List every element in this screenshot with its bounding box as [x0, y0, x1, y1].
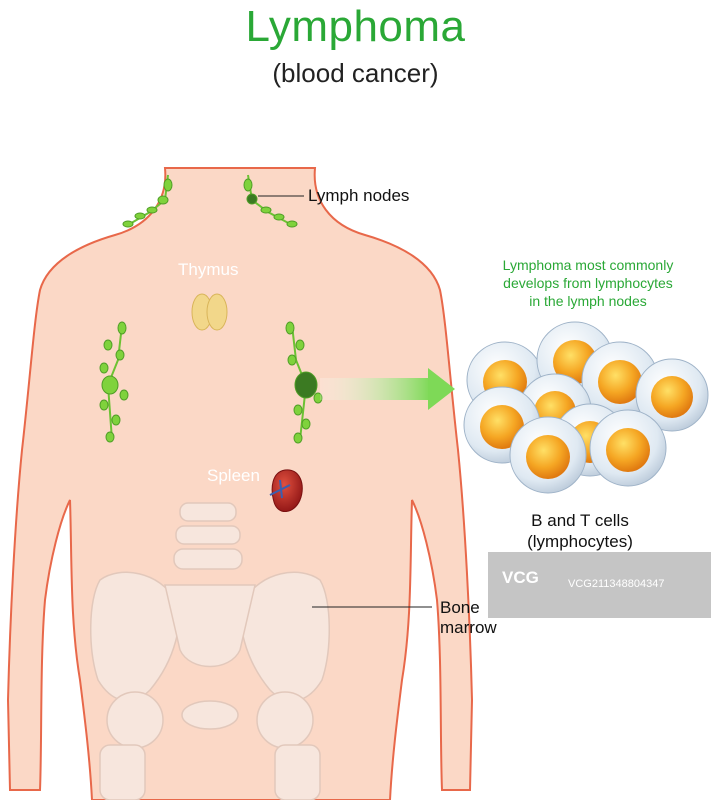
spleen-label: Spleen	[207, 466, 260, 485]
lymph-node-icon	[293, 432, 303, 444]
lymph-node-icon	[285, 321, 295, 335]
note-line-1: Lymphoma most commonly	[502, 257, 674, 273]
lymph-node-icon	[105, 431, 115, 443]
lymph-node-icon	[117, 321, 127, 335]
lymph-node-icon	[111, 414, 121, 426]
note-line-2: develops from lymphocytes	[503, 275, 673, 291]
spleen-icon	[269, 469, 303, 512]
arrow-right-icon	[320, 368, 455, 410]
page-subtitle: (blood cancer)	[272, 58, 439, 88]
lymph-node-icon	[99, 362, 109, 374]
bone-marrow-label-line2: marrow	[440, 618, 497, 637]
enlarged-lymph-node-icon	[294, 371, 318, 399]
spine-icon	[173, 502, 243, 570]
watermark-text: VCG211348804347	[568, 578, 665, 590]
lymphocyte-cell-icon	[509, 416, 587, 494]
lymphocyte-cell-icon	[635, 358, 709, 432]
lymphoma-note: Lymphoma most commonly develops from lym…	[478, 256, 698, 310]
lymph-node-icon	[246, 193, 258, 205]
lymph-node-icon	[286, 220, 298, 228]
lymph-node-icon	[122, 220, 134, 228]
cells-label: B and T cells (lymphocytes)	[505, 510, 655, 552]
lymph-node-icon	[101, 375, 119, 395]
lymph-node-icon	[134, 212, 146, 220]
lymph-node-icon	[293, 404, 303, 416]
lymph-node-icon	[295, 339, 305, 351]
lymph-node-icon	[115, 349, 125, 361]
lymph-node-icon	[301, 418, 311, 430]
bone-marrow-label-line1: Bone	[440, 598, 480, 617]
page-title: Lymphoma	[245, 2, 466, 51]
lymph-node-icon	[99, 399, 109, 411]
cells-label-line-1: B and T cells	[531, 511, 629, 530]
thymus-icon	[191, 293, 228, 331]
lymph-node-icon	[260, 206, 272, 214]
lymph-node-icon	[146, 206, 158, 214]
pelvis-icon	[89, 571, 331, 801]
lymph-node-icon	[157, 195, 169, 205]
lymph-node-icon	[243, 178, 253, 192]
lymph-node-icon	[287, 354, 297, 366]
lymph-node-icon	[103, 339, 113, 351]
lymph-nodes-label: Lymph nodes	[308, 186, 410, 205]
thymus-label: Thymus	[178, 260, 239, 279]
lymph-node-icon	[119, 389, 129, 401]
lymph-node-chains	[99, 174, 323, 444]
lymph-node-icon	[273, 213, 285, 221]
watermark-logo: VCG	[502, 568, 539, 587]
watermark: VCG VCG211348804347	[488, 552, 711, 618]
lymphocyte-cell-icon	[589, 409, 667, 487]
note-line-3: in the lymph nodes	[529, 293, 647, 309]
lymph-node-icon	[163, 178, 173, 192]
lymphocyte-cells	[463, 321, 709, 494]
cells-label-line-2: (lymphocytes)	[527, 532, 633, 551]
